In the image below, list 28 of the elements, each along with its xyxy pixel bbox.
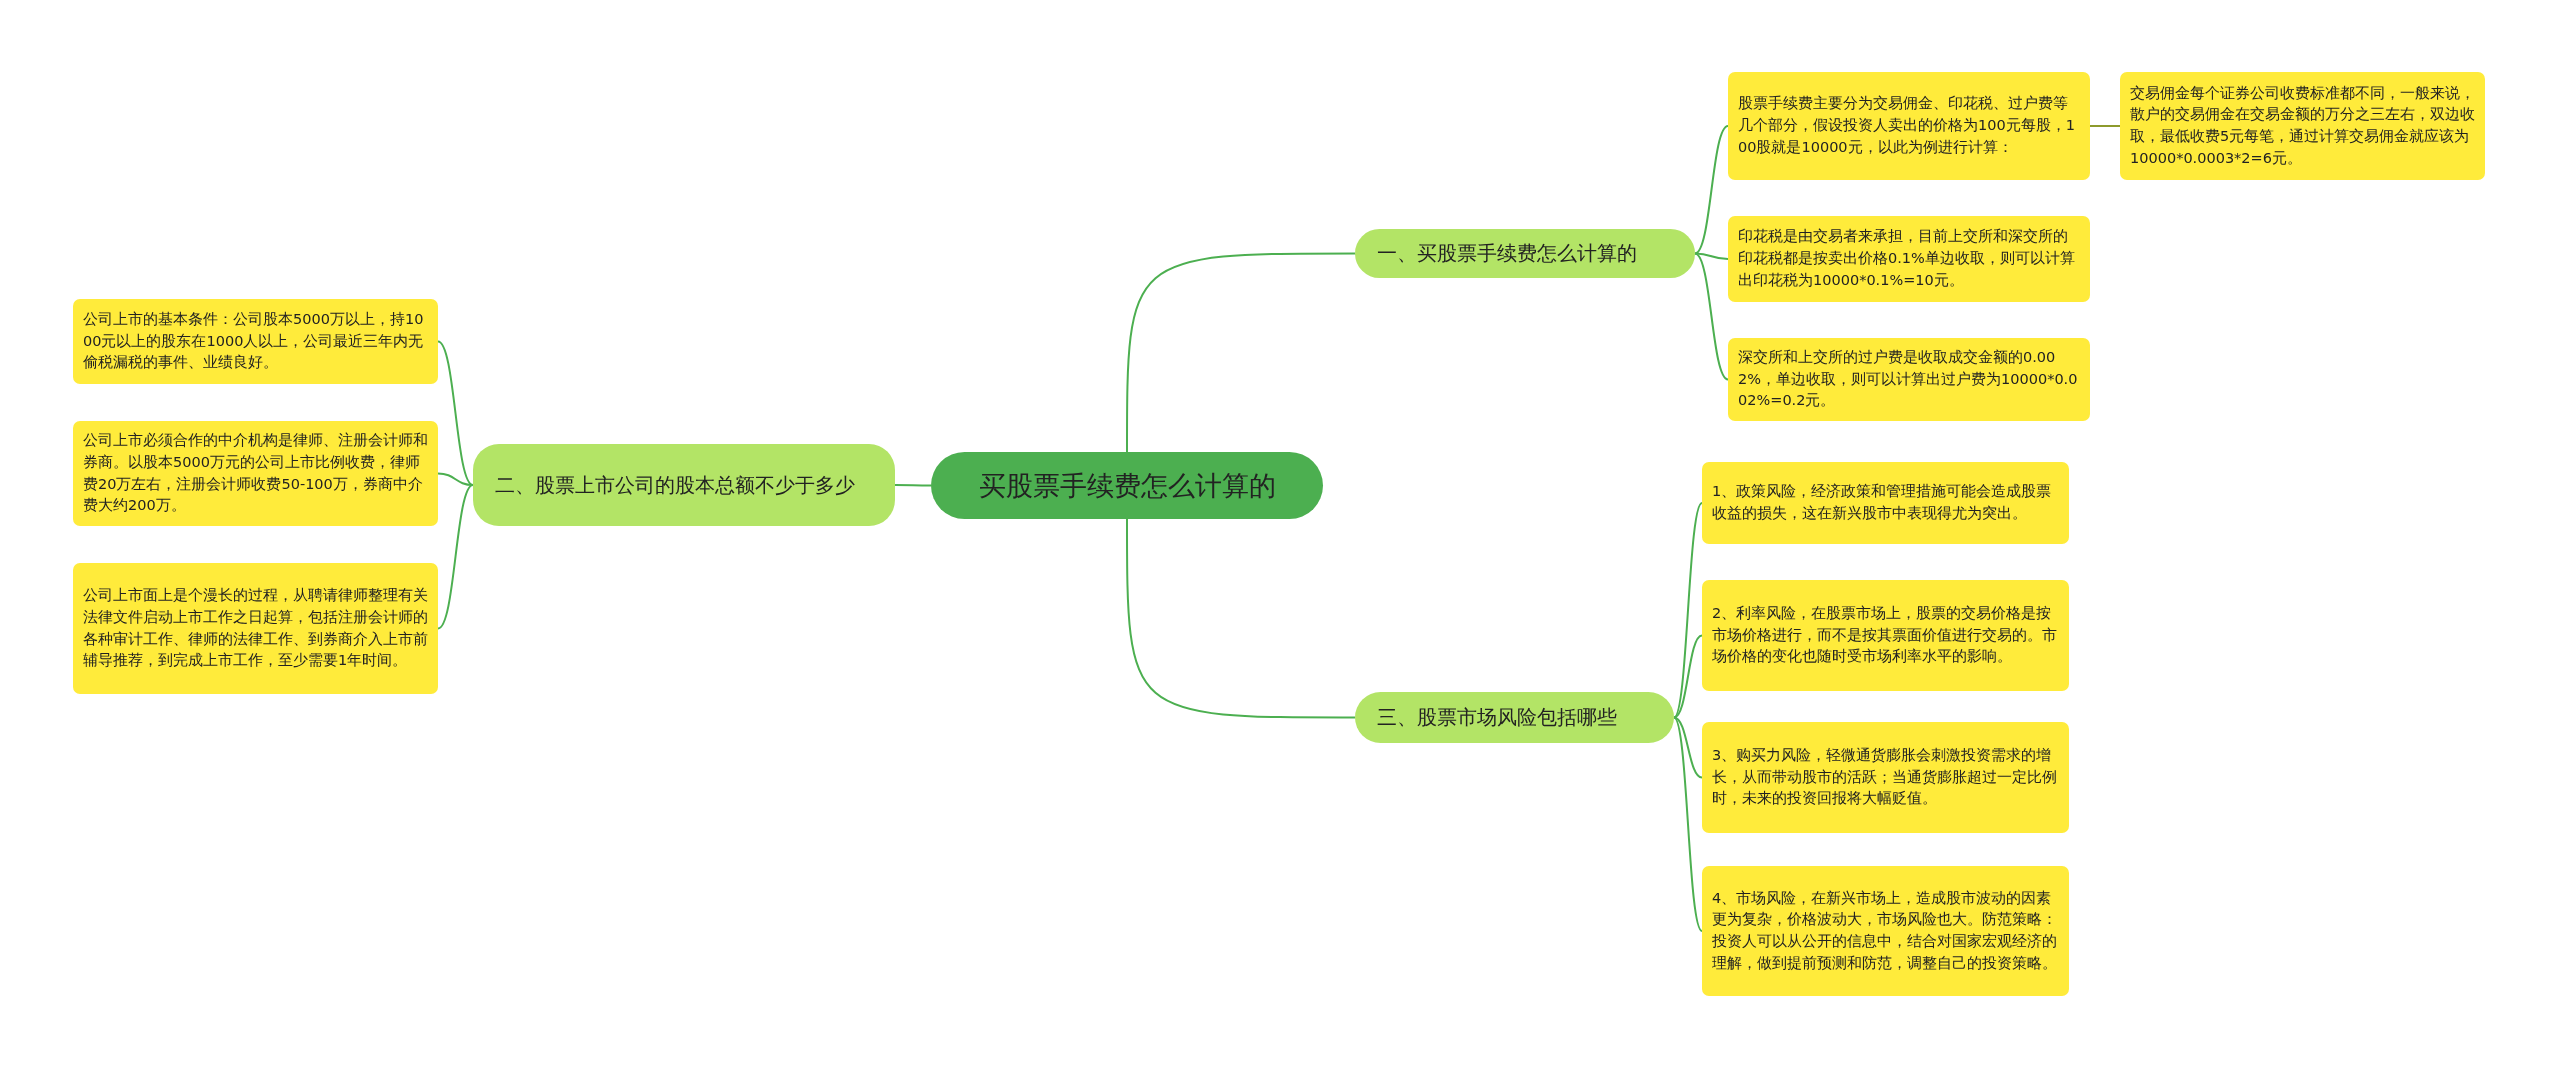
topic-box: 二、股票上市公司的股本总额不少于多少	[473, 444, 895, 526]
note-box: 3、购买力风险，轻微通货膨胀会刺激投资需求的增长，从而带动股市的活跃；当通货膨胀超过一定比例时，未来的投资回报将大幅贬值。	[1702, 722, 2069, 833]
connector-line	[1126, 518, 1356, 719]
connector-line	[1673, 716, 1703, 932]
connector-line	[1694, 125, 1729, 255]
note-box: 4、市场风险，在新兴市场上，造成股市波动的因素更为复杂，价格波动大，市场风险也大。防范策略：投资人可以从公开的信息中，结合对国家宏观经济的理解，做到提前预测和防范，调整自己的投资策略。	[1702, 866, 2069, 996]
note-box: 公司上市必须合作的中介机构是律师、注册会计师和券商。以股本5000万元的公司上市比例收费，律师费20万左右，注册会计师收费50-100万，券商中介费大约200万。	[73, 421, 438, 526]
connector-line	[894, 484, 932, 487]
connector-line	[1126, 252, 1356, 453]
connector-line	[1673, 502, 1703, 719]
connector-line	[437, 340, 474, 486]
topic-box: 三、股票市场风险包括哪些	[1355, 692, 1674, 743]
note-box: 交易佣金每个证券公司收费标准都不同，一般来说，散户的交易佣金在交易金额的万分之三左右，双边收取，最低收费5元每笔，通过计算交易佣金就应该为10000*0.0003*2=6元。	[2120, 72, 2485, 180]
connector-line	[1694, 252, 1729, 381]
connector-line	[2089, 125, 2121, 127]
note-box: 印花税是由交易者来承担，目前上交所和深交所的印花税都是按卖出价格0.1%单边收取，则可以计算出印花税为10000*0.1%=10元。	[1728, 216, 2090, 302]
note-box: 公司上市的基本条件：公司股本5000万以上，持1000元以上的股东在1000人以上，公司最近三年内无偷税漏税的事件、业绩良好。	[73, 299, 438, 384]
note-box: 股票手续费主要分为交易佣金、印花税、过户费等几个部分，假设投资人卖出的价格为100元每股，100股就是10000元，以此为例进行计算：	[1728, 72, 2090, 180]
connector-line	[1673, 716, 1703, 779]
note-box: 2、利率风险，在股票市场上，股票的交易价格是按市场价格进行，而不是按其票面价值进行交易的。市场价格的变化也随时受市场利率水平的影响。	[1702, 580, 2069, 691]
note-box: 深交所和上交所的过户费是收取成交金额的0.002%，单边收取，则可以计算出过户费为10000*0.002%=0.2元。	[1728, 338, 2090, 421]
topic-box: 一、买股票手续费怎么计算的	[1355, 229, 1695, 278]
connector-line	[437, 484, 474, 630]
connector-line	[437, 472, 474, 486]
connector-line	[1673, 634, 1703, 719]
central-topic: 买股票手续费怎么计算的	[931, 452, 1323, 519]
note-box: 1、政策风险，经济政策和管理措施可能会造成股票收益的损失，这在新兴股市中表现得尤为突出。	[1702, 462, 2069, 544]
note-box: 公司上市面上是个漫长的过程，从聘请律师整理有关法律文件启动上市工作之日起算，包括注册会计师的各种审计工作、律师的法律工作、到券商介入上市前辅导推荐，到完成上市工作，至少需要1年时间。	[73, 563, 438, 694]
